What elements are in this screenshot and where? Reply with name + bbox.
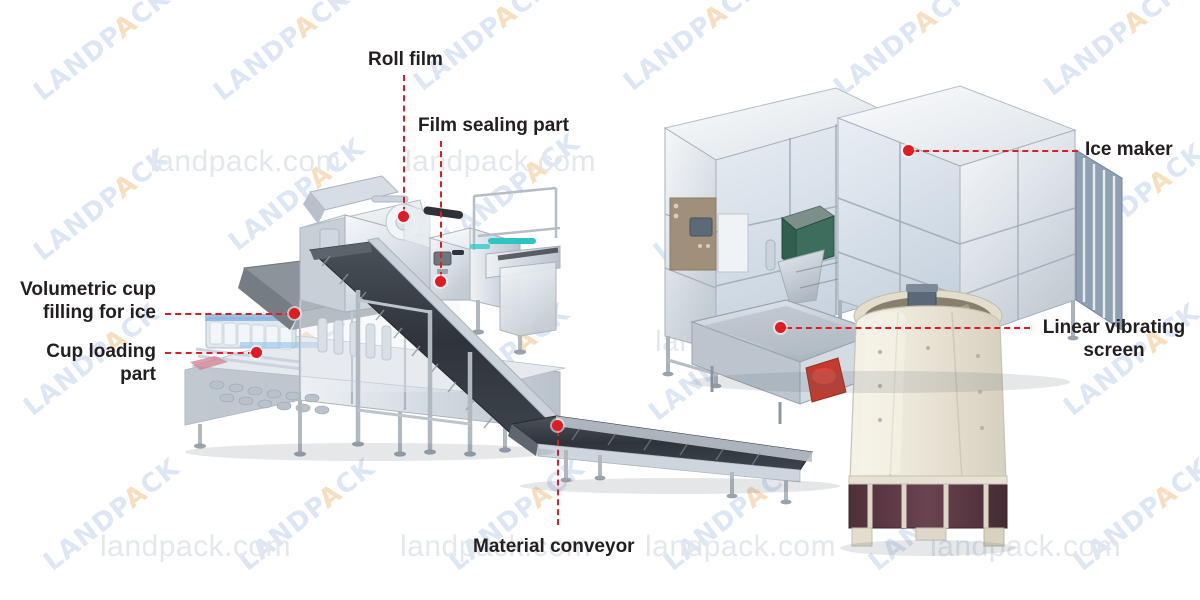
annotation-label-film-sealing-part: Film sealing part — [418, 115, 569, 136]
leader-line-ice-maker — [913, 150, 1078, 152]
leader-endpoint-ice-maker — [902, 144, 914, 156]
leader-endpoint-material-conveyor — [551, 419, 563, 431]
cooling-tower — [848, 284, 1008, 547]
leader-endpoint-linear-vibrating-screen — [774, 321, 786, 333]
leader-endpoint-roll-film — [397, 210, 409, 222]
inclined-conveyor — [308, 237, 567, 457]
vibrating-screen — [689, 299, 882, 424]
leader-line-film-sealing-part — [440, 141, 442, 278]
annotation-label-volumetric-cup-filling: Volumetric cup filling for ice — [20, 279, 156, 323]
leader-line-cup-loading-part — [165, 352, 254, 354]
annotation-label-linear-vibrating-screen: Linear vibrating screen — [1042, 317, 1186, 361]
annotation-label-cup-loading-part: Cup loading part — [46, 341, 156, 385]
leader-line-material-conveyor — [557, 430, 559, 525]
material-conveyor — [508, 415, 813, 505]
leader-line-linear-vibrating-screen — [786, 327, 1030, 329]
annotation-label-material-conveyor: Material conveyor — [473, 536, 635, 557]
film-sealing-machine — [299, 175, 561, 355]
leader-line-volumetric-cup-filling — [165, 313, 292, 315]
annotation-label-roll-film: Roll film — [368, 49, 443, 70]
leader-line-roll-film — [403, 75, 405, 213]
leader-endpoint-cup-loading-part — [250, 346, 262, 358]
leader-endpoint-volumetric-cup-filling — [288, 307, 300, 319]
annotation-label-ice-maker: Ice maker — [1085, 139, 1173, 160]
leader-endpoint-film-sealing-part — [434, 275, 446, 287]
roll-film-reel — [371, 195, 431, 249]
